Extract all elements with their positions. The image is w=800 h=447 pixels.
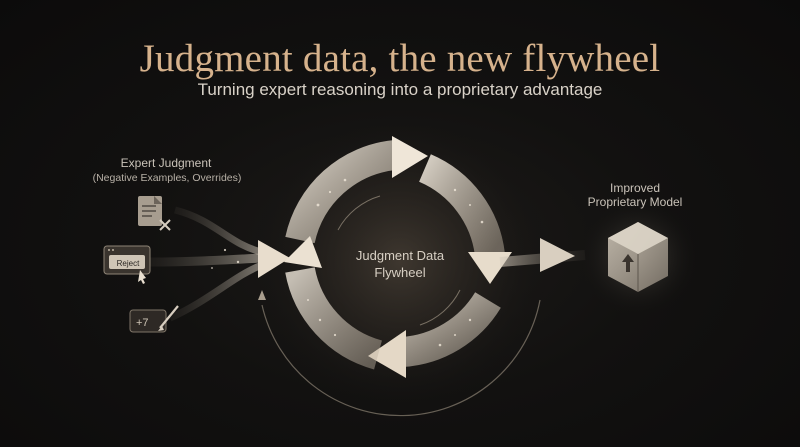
page-subtitle: Turning expert reasoning into a propriet… <box>197 80 603 99</box>
document-reject-icon <box>138 196 171 231</box>
flywheel-arrowhead-left <box>284 236 322 268</box>
page-title: Judgment data, the new flywheel <box>139 37 661 80</box>
model-label-line1: Improved <box>609 181 661 195</box>
flywheel-label-line2: Flywheel <box>374 265 426 280</box>
orbit-arrowhead <box>258 290 266 300</box>
flywheel-arrowhead-top <box>392 136 428 178</box>
cube-model-icon <box>608 222 668 292</box>
input-stream-top <box>174 206 263 256</box>
sparkle-dots <box>211 178 484 347</box>
edit-value: +7 <box>136 317 149 329</box>
flywheel-arc-left <box>285 266 383 370</box>
flywheel-arrowhead-bottom <box>368 330 406 378</box>
inner-ring <box>337 195 381 231</box>
flywheel-arc-right <box>418 154 505 258</box>
model-label: Improved Proprietary Model <box>570 181 700 209</box>
reject-button-label: Reject <box>116 259 140 268</box>
input-stream-mid <box>149 253 263 267</box>
flywheel-arc-top <box>285 140 397 244</box>
orbit-line <box>261 299 541 417</box>
model-label-line2: Proprietary Model <box>587 195 683 209</box>
reject-button-icon <box>103 245 151 284</box>
output-arrowhead <box>540 238 575 272</box>
inner-ring-lower <box>419 289 461 326</box>
expert-judgment-title: Expert Judgment <box>120 156 212 170</box>
edit-pen-icon: +7 <box>129 305 179 333</box>
flywheel-label-line1: Judgment Data <box>355 248 445 263</box>
input-stream-bottom <box>168 261 264 322</box>
flywheel-arc-bottom <box>400 291 501 367</box>
expert-judgment-subtitle: (Negative Examples, Overrides) <box>92 172 242 184</box>
input-arrowhead <box>258 240 290 278</box>
flywheel-label: Judgment Data Flywheel <box>330 247 470 281</box>
